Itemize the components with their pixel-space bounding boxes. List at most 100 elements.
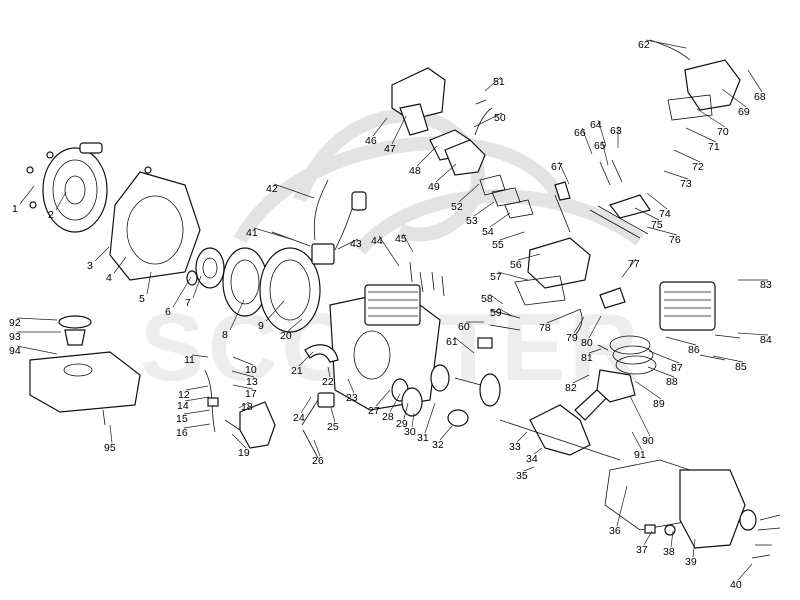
callout-leader-10 [232,356,254,366]
callout-11: 11 [184,354,209,366]
callout-leader-29 [403,402,409,420]
callout-89: 89 [634,380,665,410]
callout-number-75: 75 [651,219,663,231]
callout-number-43: 43 [350,238,362,250]
callout-leader-2 [55,191,67,211]
callout-number-40: 40 [730,579,742,591]
callout-leader-45 [402,233,414,253]
callout-42: 42 [266,183,315,199]
callout-13: 13 [231,370,258,388]
callout-number-35: 35 [516,470,528,482]
callout-leader-67 [558,161,570,185]
callout-93: 93 [9,331,61,343]
callout-number-26: 26 [312,455,324,467]
callout-leader-73 [663,170,689,180]
callout-number-11: 11 [184,354,195,366]
callout-number-3: 3 [87,260,93,272]
callout-number-62: 62 [638,39,650,51]
callout-4: 4 [106,256,127,284]
callout-56: 56 [510,253,541,271]
callout-number-56: 56 [510,259,522,271]
callout-number-42: 42 [266,183,278,195]
callout-number-55: 55 [492,239,504,251]
callout-leader-28 [389,393,401,413]
callout-18: 18 [238,401,253,413]
callout-leader-72 [673,149,701,163]
callout-number-49: 49 [428,181,440,193]
callout-number-50: 50 [494,112,506,124]
callout-64: 64 [590,119,607,147]
callout-leader-1 [19,185,35,205]
callout-59: 59 [490,307,513,319]
callout-number-21: 21 [291,365,303,377]
callout-number-82: 82 [565,382,577,394]
callout-number-1: 1 [12,203,18,215]
callout-leader-56 [517,253,541,261]
callout-70: 70 [696,108,729,138]
callout-60: 60 [458,321,484,333]
callout-leader-61 [453,336,475,354]
callout-number-48: 48 [409,165,421,177]
callout-30: 30 [404,412,416,438]
callout-52: 52 [451,183,480,213]
callout-number-9: 9 [258,320,264,332]
callout-10: 10 [232,356,257,376]
callout-leader-80 [588,315,602,339]
callout-leader-57 [497,271,529,281]
callout-14: 14 [177,396,210,412]
callout-number-70: 70 [717,126,729,138]
callout-leader-52 [458,183,480,203]
callout-number-39: 39 [685,556,697,568]
callout-84: 84 [737,332,772,346]
callout-number-65: 65 [594,140,606,152]
callout-7: 7 [185,275,202,309]
callout-58: 58 [481,293,504,305]
callout-31: 31 [417,402,436,444]
callout-number-28: 28 [382,411,394,423]
callout-leader-35 [523,466,535,472]
callout-9: 9 [258,300,285,332]
callout-51: 51 [484,76,505,92]
callout-leader-19 [231,433,247,449]
callout-leader-14 [184,396,210,402]
callout-number-14: 14 [177,400,189,412]
callout-number-88: 88 [666,376,678,388]
callout-leader-23 [347,378,355,394]
callout-leader-30 [411,412,415,428]
callout-43: 43 [337,238,362,250]
callout-number-61: 61 [446,336,458,348]
part-flywheel [259,247,321,333]
callout-leader-11 [191,354,209,358]
callout-leader-4 [113,256,127,274]
callout-leader-22 [327,366,331,378]
callout-66: 66 [574,127,593,155]
callout-40: 40 [730,563,753,591]
callout-leader-90 [629,395,651,437]
callout-46: 46 [365,117,388,147]
callout-81: 81 [581,348,602,364]
callout-leader-24 [300,396,312,414]
callout-leader-40 [737,563,753,581]
callout-62: 62 [638,39,687,51]
callout-leader-31 [424,402,436,434]
callout-number-33: 33 [509,441,521,453]
callout-number-59: 59 [490,307,502,319]
callout-leader-87 [648,350,680,364]
callout-leader-41 [253,227,295,241]
callout-leader-38 [670,530,674,548]
callout-leader-39 [692,538,696,558]
callout-number-29: 29 [396,418,408,430]
callout-number-25: 25 [327,421,339,433]
callout-leader-27 [375,389,391,407]
callout-number-92: 92 [9,317,21,329]
callout-leader-62 [645,39,687,49]
callout-leader-12 [185,385,209,391]
callout-number-44: 44 [371,235,383,247]
callout-90: 90 [629,395,654,447]
callout-23: 23 [346,378,358,404]
callout-27: 27 [368,389,391,417]
callout-number-13: 13 [246,376,258,388]
callout-24: 24 [293,396,312,424]
callout-number-45: 45 [395,233,407,245]
